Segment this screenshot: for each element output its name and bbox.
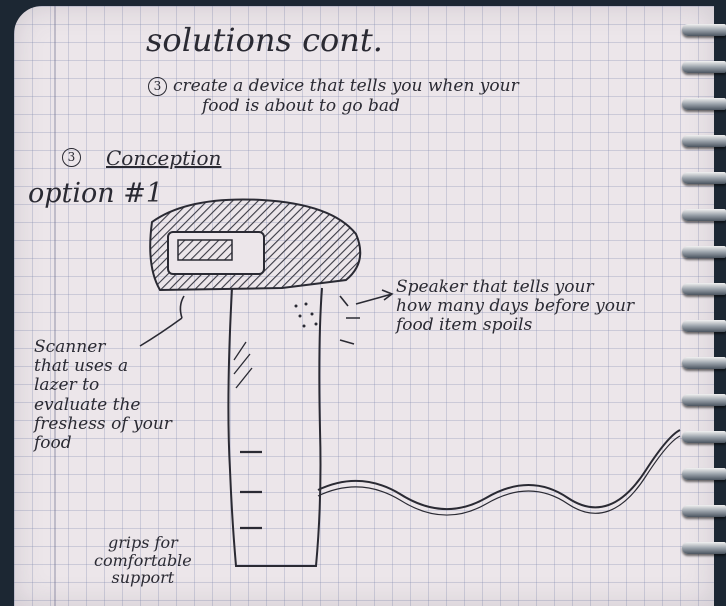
option-label: option #1 — [28, 180, 163, 208]
scanner-line: evaluate the — [34, 396, 172, 415]
grips-line: comfortable — [94, 552, 192, 570]
spiral-ring — [682, 172, 726, 184]
spiral-ring — [682, 209, 726, 221]
scanner-line: Scanner — [34, 338, 172, 357]
grips-annotation: grips for comfortable support — [94, 534, 192, 587]
speaker-dots — [295, 303, 318, 328]
spiral-ring — [682, 357, 726, 369]
scanner-line: that uses a — [34, 357, 172, 376]
scanner-annotation: Scanner that uses a lazer to evaluate th… — [34, 338, 172, 453]
spiral-ring — [682, 135, 726, 147]
page-title: solutions cont. — [146, 24, 383, 58]
spiral-ring — [682, 24, 726, 36]
grips-line: support — [94, 569, 192, 587]
spiral-binding — [674, 24, 726, 579]
problem-line-2: food is about to go bad — [148, 96, 519, 116]
spiral-ring — [682, 98, 726, 110]
device-handle — [228, 288, 322, 566]
conception-number: 3 — [62, 148, 81, 167]
spiral-ring — [682, 505, 726, 517]
scanner-line: freshess of your — [34, 415, 172, 434]
spiral-ring — [682, 320, 726, 332]
spiral-ring — [682, 431, 726, 443]
speaker-line: food item spoils — [396, 316, 634, 335]
spiral-ring — [682, 468, 726, 480]
grips-line: grips for — [94, 534, 192, 552]
spiral-ring — [682, 61, 726, 73]
problem-statement: 3 create a device that tells you when you… — [148, 76, 519, 117]
scanner-line: food — [34, 434, 172, 453]
conception-heading: Conception — [106, 148, 221, 169]
speaker-line: how many days before your — [396, 297, 634, 316]
spiral-ring — [682, 283, 726, 295]
speaker-line: Speaker that tells your — [396, 278, 634, 297]
spiral-ring — [682, 542, 726, 554]
problem-line-1: create a device that tells you when your — [173, 76, 519, 96]
speaker-annotation: Speaker that tells your how many days be… — [396, 278, 634, 336]
scanner-line: lazer to — [34, 376, 172, 395]
spiral-ring — [682, 394, 726, 406]
spiral-ring — [682, 246, 726, 258]
item-number: 3 — [148, 77, 167, 96]
